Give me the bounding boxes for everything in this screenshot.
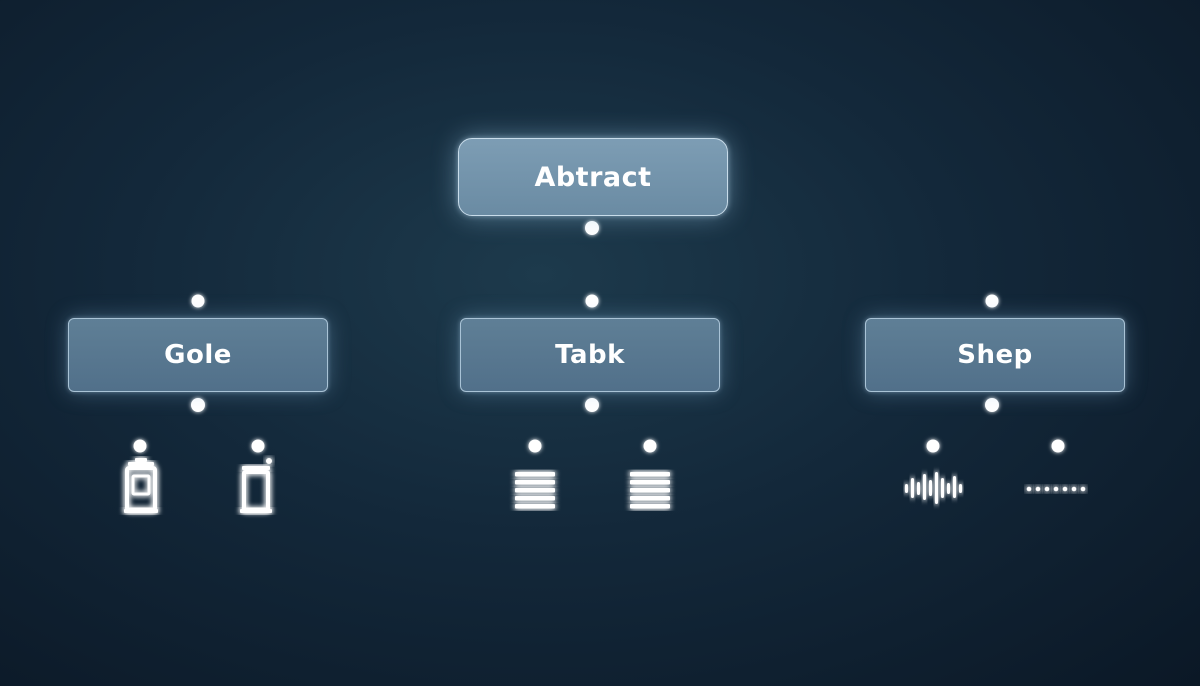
tabk-bottom-dot xyxy=(585,398,599,412)
list-lines-icon xyxy=(630,472,670,509)
waveform-icon xyxy=(905,472,962,504)
gole-right-dot xyxy=(251,439,265,453)
dotted-line-icon xyxy=(1026,486,1086,492)
trash-can-icon xyxy=(124,458,158,513)
shep-bottom-dot xyxy=(985,398,999,412)
child-node-tabk[interactable]: Tabk xyxy=(460,318,720,392)
root-node[interactable]: Abtract xyxy=(458,138,728,216)
shep-top-dot xyxy=(985,294,999,308)
shep-right-dot xyxy=(1051,439,1065,453)
root-bottom-dot xyxy=(585,221,599,235)
container-icon xyxy=(240,458,272,513)
gole-bottom-dot xyxy=(191,398,205,412)
gole-top-dot xyxy=(191,294,205,308)
list-lines-icon xyxy=(515,472,555,509)
child-node-gole[interactable]: Gole xyxy=(68,318,328,392)
tabk-right-dot xyxy=(643,439,657,453)
tabk-top-dot xyxy=(585,294,599,308)
tabk-left-dot xyxy=(528,439,542,453)
shep-left-dot xyxy=(926,439,940,453)
gole-left-dot xyxy=(133,439,147,453)
child-node-shep[interactable]: Shep xyxy=(865,318,1125,392)
